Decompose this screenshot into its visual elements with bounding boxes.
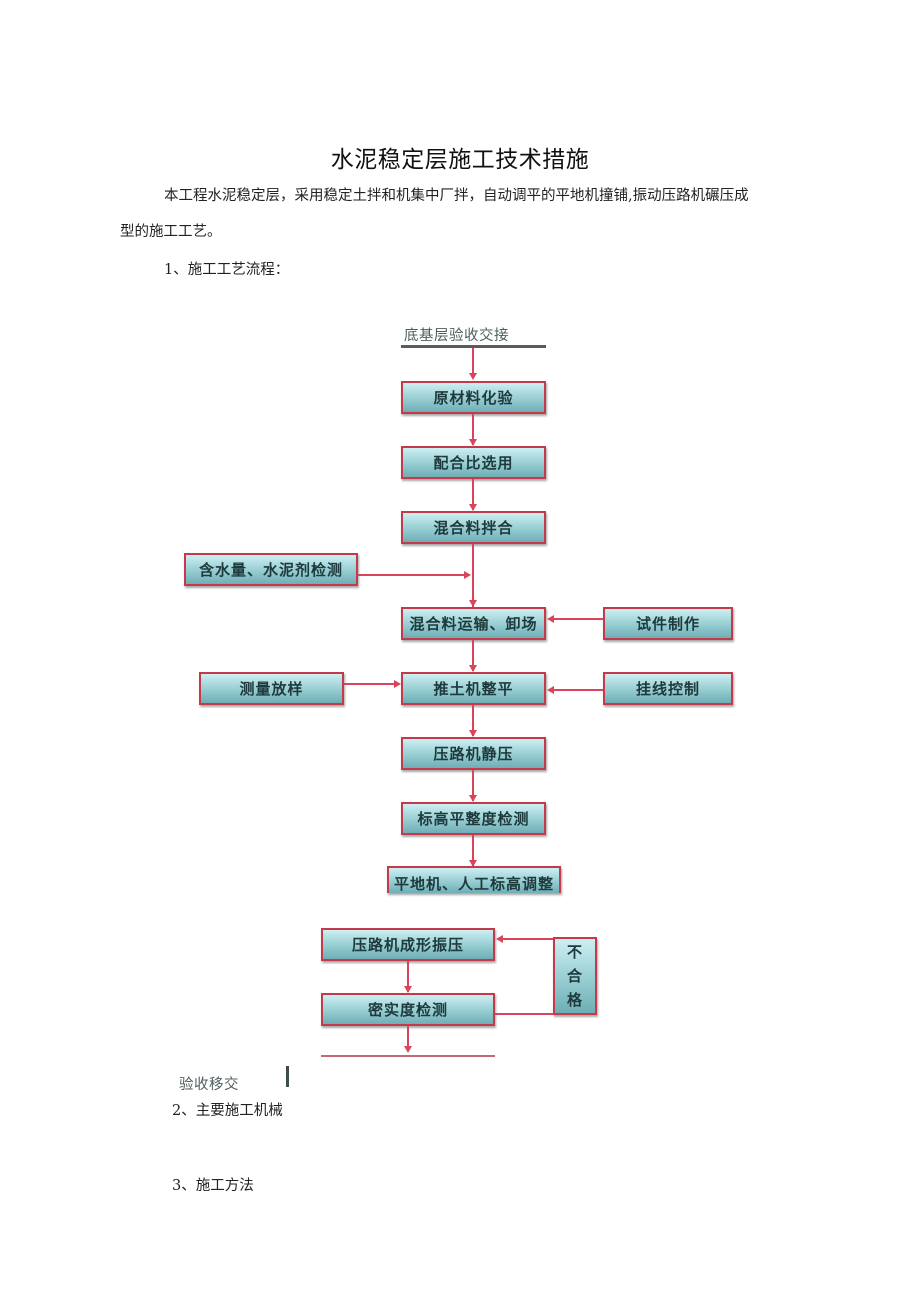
- flow-end-label: 验收移交: [179, 1077, 239, 1093]
- flow-step-mix-design: 配合比选用: [401, 446, 546, 479]
- flow-step-raw-material-test: 原材料化验: [401, 381, 546, 414]
- intro-paragraph: 本工程水泥稳定层，采用稳定土拌和机集中厂拌，自动调平的平地机撞铺,振动压路机碾压…: [120, 176, 800, 216]
- intro-paragraph-cont: 型的施工工艺。: [120, 212, 800, 252]
- connector-line: [472, 544, 474, 607]
- connector-line: [358, 574, 466, 576]
- section-heading-method: 3、施工方法: [172, 1178, 254, 1194]
- arrow-down-icon: [469, 373, 477, 380]
- arrow-down-icon: [469, 665, 477, 672]
- arrow-right-icon: [394, 680, 401, 688]
- connector-line: [472, 479, 474, 510]
- connector-line: [472, 770, 474, 801]
- section-heading-machinery: 2、主要施工机械: [172, 1103, 283, 1119]
- flow-fail-loop-box: 不 合 格: [553, 937, 597, 1015]
- connector-line: [407, 1026, 409, 1050]
- flow-step-static-rolling: 压路机静压: [401, 737, 546, 770]
- arrow-down-icon: [469, 730, 477, 737]
- fail-char-3: 格: [566, 991, 583, 1009]
- flow-input-survey-layout: 测量放样: [199, 672, 344, 705]
- connector-line: [472, 835, 474, 866]
- end-bar: [321, 1055, 495, 1057]
- flow-step-bulldozer-leveling: 推土机整平: [401, 672, 546, 705]
- flow-input-moisture-cement-check: 含水量、水泥剂检测: [184, 553, 358, 586]
- flow-step-transport-unload: 混合料运输、卸场: [401, 607, 546, 640]
- arrow-down-icon: [469, 860, 477, 867]
- end-marker: [286, 1066, 289, 1087]
- flow-start-label: 底基层验收交接: [404, 328, 509, 344]
- arrow-down-icon: [469, 795, 477, 802]
- arrow-left-icon: [496, 935, 503, 943]
- flow-step-mixing: 混合料拌合: [401, 511, 546, 544]
- flow-step-grader-manual-adjust: 平地机、人工标高调整: [387, 866, 561, 893]
- intro-line-1: 本工程水泥稳定层，采用稳定土拌和机集中厂拌，自动调平的平地机撞铺,振动压路机碾压…: [164, 188, 749, 204]
- flow-input-specimen-making: 试件制作: [603, 607, 733, 640]
- arrow-left-icon: [547, 686, 554, 694]
- fail-char-2: 合: [566, 967, 583, 985]
- start-bar: [401, 345, 546, 348]
- connector-line: [472, 414, 474, 445]
- page-title: 水泥稳定层施工技术措施: [330, 147, 590, 173]
- flow-input-string-line-control: 挂线控制: [603, 672, 733, 705]
- arrow-left-icon: [547, 615, 554, 623]
- connector-line: [502, 938, 553, 940]
- arrow-down-icon: [469, 439, 477, 446]
- arrow-down-icon: [404, 1046, 412, 1053]
- connector-line: [472, 640, 474, 671]
- connector-line: [344, 683, 395, 685]
- intro-line-2: 型的施工工艺。: [120, 224, 222, 240]
- connector-line: [495, 1013, 553, 1015]
- flow-step-vibratory-rolling: 压路机成形振压: [321, 928, 495, 961]
- flow-step-elevation-flatness-check: 标高平整度检测: [401, 802, 546, 835]
- flow-step-compaction-check: 密实度检测: [321, 993, 495, 1026]
- arrow-right-icon: [464, 571, 471, 579]
- connector-line: [407, 961, 409, 992]
- section-heading-process: 1、施工工艺流程：: [164, 262, 290, 278]
- fail-char-1: 不: [566, 943, 583, 961]
- connector-line: [472, 705, 474, 736]
- connector-line: [553, 618, 603, 620]
- arrow-down-icon: [469, 504, 477, 511]
- arrow-down-icon: [404, 986, 412, 993]
- connector-line: [472, 348, 474, 378]
- connector-line: [553, 689, 603, 691]
- arrow-down-icon: [469, 600, 477, 607]
